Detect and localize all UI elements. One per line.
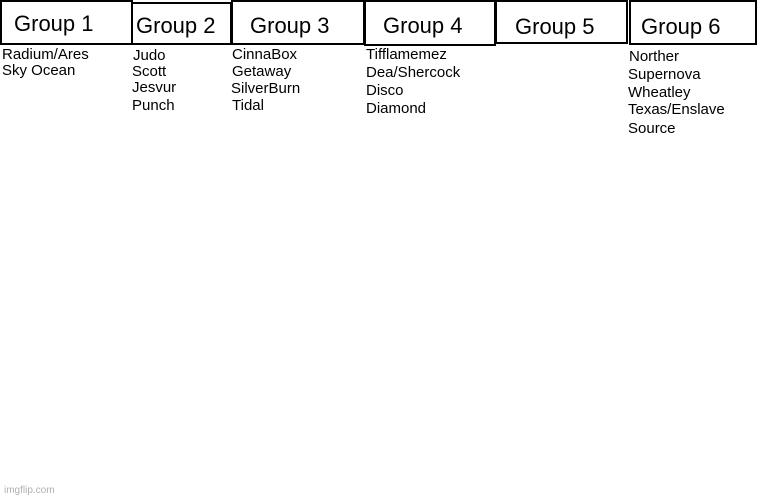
group-6-member: Texas/Enslave xyxy=(628,101,725,118)
group-5-box xyxy=(495,0,628,44)
group-3-member: Tidal xyxy=(232,97,264,114)
group-4-member: Tifflamemez xyxy=(366,46,447,63)
group-2-member: Judo xyxy=(133,47,166,64)
group-4-member: Diamond xyxy=(366,100,427,117)
group-2-title: Group 2 xyxy=(136,13,216,38)
group-3-member: Getaway xyxy=(232,63,292,80)
group-1-title: Group 1 xyxy=(14,11,94,36)
group-2-member: Punch xyxy=(132,97,175,114)
group-1-box xyxy=(0,0,133,45)
group-6-box xyxy=(629,0,757,45)
group-3-title: Group 3 xyxy=(250,13,330,38)
group-3-box xyxy=(231,0,365,45)
group-1-member: Sky Ocean xyxy=(2,62,76,79)
group-3-member: SilverBurn xyxy=(231,80,301,97)
group-2-member: Scott xyxy=(132,63,167,80)
group-2-member: Jesvur xyxy=(132,79,177,96)
group-4-title: Group 4 xyxy=(383,13,463,38)
imgflip-watermark: imgflip.com xyxy=(4,485,55,496)
group-2-box xyxy=(131,2,232,45)
group-5-title: Group 5 xyxy=(515,14,595,39)
group-6-member: Norther xyxy=(629,48,680,65)
group-6-title: Group 6 xyxy=(641,14,721,39)
group-3-member: CinnaBox xyxy=(232,46,298,63)
group-4-member: Dea/Shercock xyxy=(366,64,461,81)
group-6-member: Wheatley xyxy=(628,84,691,101)
group-4-member: Disco xyxy=(366,82,404,99)
group-1-member: Radium/Ares xyxy=(2,46,89,63)
group-6-member: Supernova xyxy=(628,66,701,83)
group-6-member: Source xyxy=(628,120,676,137)
